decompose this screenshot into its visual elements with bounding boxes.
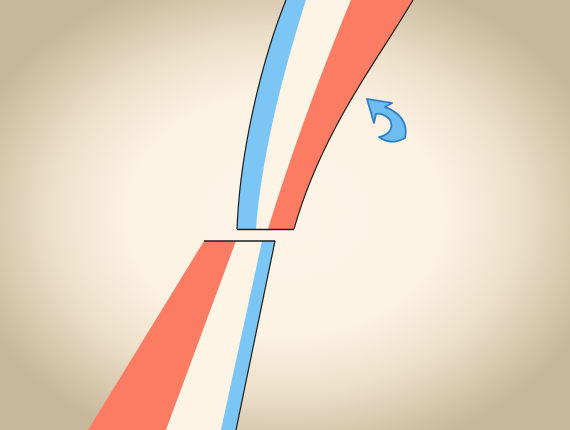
upper-stripe-blue xyxy=(237,0,306,229)
upper-ribbon-piece[interactable] xyxy=(236,0,414,231)
rotate-counterclockwise-icon[interactable] xyxy=(361,92,413,144)
lower-stripe-blue xyxy=(221,241,275,430)
upper-piece-outline xyxy=(236,0,414,230)
lower-ribbon-piece[interactable] xyxy=(88,240,276,430)
lower-stripe-cream xyxy=(166,241,262,430)
upper-stripe-cream xyxy=(256,0,351,229)
lower-piece-outline xyxy=(235,240,276,430)
lower-stripe-red xyxy=(88,241,236,430)
rotate-arrow-body xyxy=(366,98,407,143)
